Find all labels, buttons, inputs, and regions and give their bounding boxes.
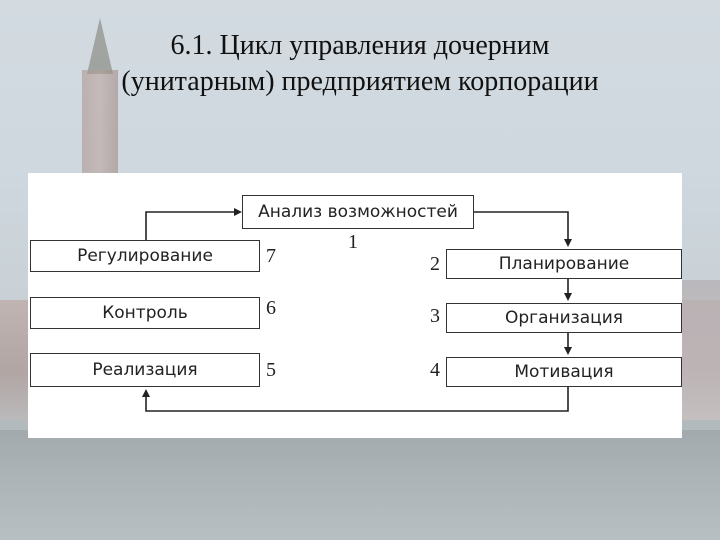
step-number-analysis: 1 bbox=[348, 231, 358, 253]
step-number-regulation: 7 bbox=[266, 245, 276, 267]
step-number-planning: 2 bbox=[430, 253, 440, 275]
step-number-control: 6 bbox=[266, 297, 276, 319]
box-analysis: Анализ возможностей bbox=[242, 195, 474, 229]
step-number-organization: 3 bbox=[430, 305, 440, 327]
box-planning: Планирование bbox=[446, 249, 682, 279]
box-control: Контроль bbox=[30, 297, 260, 329]
step-number-realization: 5 bbox=[266, 359, 276, 381]
slide-title-line-2: (унитарным) предприятием корпорации bbox=[121, 66, 599, 97]
arrow-analysis-to-planning bbox=[474, 211, 572, 247]
box-realization-label: Реализация bbox=[92, 360, 198, 380]
building-decoration bbox=[680, 280, 720, 420]
box-organization: Организация bbox=[446, 303, 682, 333]
box-regulation-label: Регулирование bbox=[77, 246, 213, 266]
box-planning-label: Планирование bbox=[498, 254, 630, 274]
box-analysis-label: Анализ возможностей bbox=[258, 202, 458, 222]
slide-title-line-1: 6.1. Цикл управления дочерним bbox=[170, 30, 550, 61]
management-cycle-diagram: Анализ возможностей Регулирование Контро… bbox=[28, 173, 682, 438]
connector-arrows bbox=[142, 208, 572, 412]
box-regulation: Регулирование bbox=[30, 240, 260, 272]
slide-title: 6.1. Цикл управления дочерним (унитарным… bbox=[0, 28, 720, 100]
box-motivation-label: Мотивация bbox=[514, 362, 614, 382]
tower-spire-decoration bbox=[87, 18, 113, 74]
step-number-motivation: 4 bbox=[430, 359, 440, 381]
arrow-regulation-to-analysis bbox=[145, 208, 242, 240]
box-organization-label: Организация bbox=[505, 308, 623, 328]
arrow-motivation-to-realization bbox=[142, 387, 569, 412]
box-motivation: Мотивация bbox=[446, 357, 682, 387]
box-realization: Реализация bbox=[30, 353, 260, 387]
river-decoration bbox=[0, 430, 720, 540]
box-control-label: Контроль bbox=[102, 303, 188, 323]
